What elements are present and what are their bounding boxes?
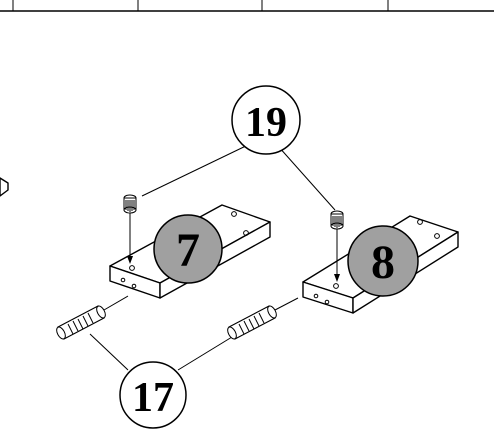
part-label-8: 8: [371, 236, 395, 289]
part-badge-8: 8: [347, 225, 419, 297]
callout-19: 19: [231, 85, 301, 155]
partial-plate-left-edge: [0, 177, 9, 197]
part-badge-7: 7: [153, 214, 223, 284]
callout-label-17: 17: [132, 375, 174, 421]
dowel-left: [56, 295, 129, 340]
leader-lines-17: [89, 333, 233, 371]
cam-bolt-left: [123, 194, 137, 264]
top-border: [0, 0, 494, 12]
leader-lines-19: [141, 142, 336, 211]
dowel-right: [227, 297, 299, 340]
callout-label-19: 19: [245, 100, 287, 146]
part-label-7: 7: [176, 224, 200, 277]
callout-17: 17: [119, 361, 187, 429]
cam-bolt-right: [330, 210, 344, 282]
